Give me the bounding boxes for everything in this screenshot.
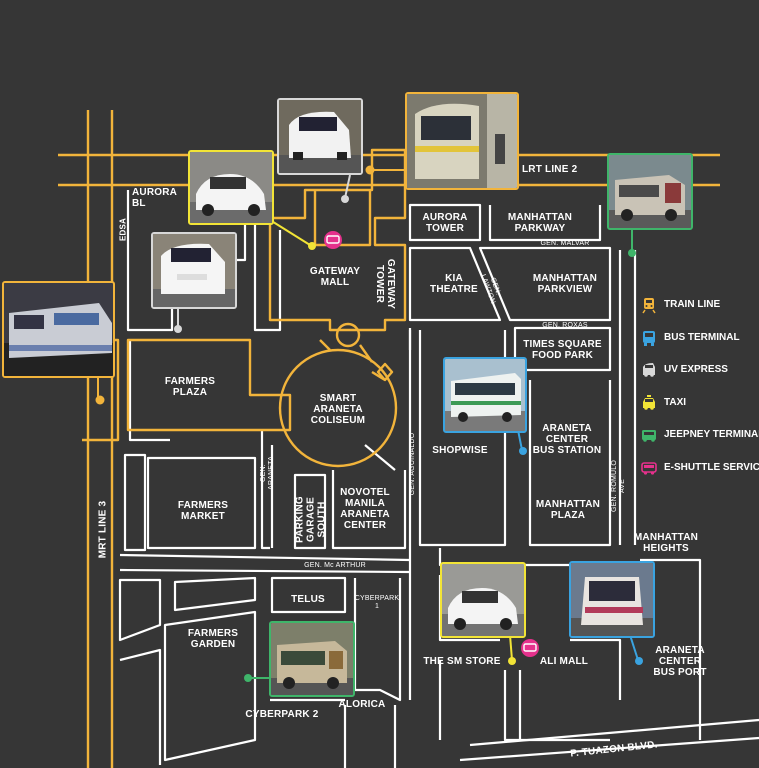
farmers-garden-label: FARMERS GARDEN bbox=[187, 628, 239, 650]
legend-label: JEEPNEY TERMINAL bbox=[664, 429, 759, 441]
alorica-label: ALORICA bbox=[338, 699, 386, 710]
farmers-market-label: FARMERS MARKET bbox=[177, 500, 229, 522]
manhattan-heights-label: MANHATTAN HEIGHTS bbox=[633, 532, 699, 554]
legend-label: E-SHUTTLE SERVICE bbox=[664, 461, 759, 473]
jeepney-icon bbox=[642, 430, 656, 443]
legend-item-uv-express: UV EXPRESS bbox=[640, 361, 759, 394]
legend-label: TAXI bbox=[664, 396, 687, 408]
ali-mall-label: ALI MALL bbox=[539, 656, 589, 667]
parking-garage-label: PARKING GARAGE SOUTH bbox=[294, 496, 328, 543]
gen-malvar-label: GEN. MALVAR bbox=[540, 240, 590, 247]
eshuttle-marker bbox=[324, 231, 539, 657]
connectors bbox=[97, 169, 639, 679]
jeepney-photo-2 bbox=[269, 621, 355, 697]
araneta-bus-station-label: ARANETA CENTER BUS STATION bbox=[532, 423, 602, 456]
bus-photo-1 bbox=[443, 357, 527, 433]
lrt-line-2-label: LRT LINE 2 bbox=[522, 164, 578, 175]
manhattan-parkview-label: MANHATTAN PARKVIEW bbox=[532, 273, 598, 295]
mrt-line-3-label: MRT LINE 3 bbox=[97, 500, 109, 559]
times-square-label: TIMES SQUARE FOOD PARK bbox=[523, 339, 602, 361]
jeepney-photo-1 bbox=[607, 153, 693, 230]
legend-item-taxi: TAXI bbox=[640, 394, 759, 427]
gen-roxas-label: GEN. ROXAS bbox=[542, 322, 588, 329]
manhattan-parkway-label: MANHATTAN PARKWAY bbox=[507, 212, 573, 234]
kia-theatre-label: KIA THEATRE bbox=[430, 273, 478, 295]
gen-mcarthur-label: GEN. Mc ARTHUR bbox=[304, 562, 366, 569]
train-icon bbox=[642, 298, 656, 314]
legend-item-train: TRAIN LINE bbox=[640, 296, 759, 329]
legend: TRAIN LINE BUS TERMINAL UV EXPRESS TAXI … bbox=[640, 296, 759, 492]
mrt-train-photo bbox=[2, 281, 115, 378]
uv-express-photo-1 bbox=[277, 98, 363, 175]
manhattan-plaza-label: MANHATTAN PLAZA bbox=[535, 499, 601, 521]
taxi-photo-1 bbox=[188, 150, 274, 225]
legend-label: UV EXPRESS bbox=[664, 364, 728, 376]
uv-express-photo-2 bbox=[151, 232, 237, 309]
gateway-mall-label: GATEWAY MALL bbox=[309, 266, 361, 288]
telus-label: TELUS bbox=[291, 594, 325, 605]
bus-icon bbox=[643, 330, 655, 346]
street-blocks bbox=[118, 190, 759, 768]
eshuttle-icon bbox=[641, 462, 657, 475]
aurora-tower-label: AURORA TOWER bbox=[422, 212, 468, 234]
legend-label: TRAIN LINE bbox=[664, 299, 721, 310]
legend-label: BUS TERMINAL bbox=[664, 331, 740, 343]
farmers-plaza-label: FARMERS PLAZA bbox=[164, 376, 216, 398]
legend-item-eshuttle: E-SHUTTLE SERVICE bbox=[640, 459, 759, 492]
gateway-tower-label: GATEWAY TOWER bbox=[374, 258, 396, 310]
cyberpark1-label: CYBERPARK 1 bbox=[354, 595, 400, 610]
legend-item-bus: BUS TERMINAL bbox=[640, 329, 759, 362]
araneta-bus-port-label: ARANETA CENTER BUS PORT bbox=[653, 645, 707, 678]
the-sm-store-label: THE SM STORE bbox=[423, 656, 501, 667]
gen-araneta-label: GEN. ARANETA bbox=[260, 456, 275, 490]
bus-photo-2 bbox=[569, 561, 655, 638]
cyberpark2-label: CYBERPARK 2 bbox=[245, 709, 319, 720]
novotel-label: NOVOTEL MANILA ARANETA CENTER bbox=[340, 487, 390, 531]
taxi-photo-2 bbox=[440, 562, 526, 638]
uv-express-icon bbox=[643, 363, 655, 377]
shopwise-label: SHOPWISE bbox=[432, 445, 488, 456]
legend-item-jeepney: JEEPNEY TERMINAL bbox=[640, 426, 759, 459]
gen-romulo-label: GEN. ROMULO AVE bbox=[611, 460, 626, 512]
aurora-blvd-label: AURORA BL bbox=[132, 187, 177, 209]
smart-araneta-label: SMART ARANETA COLISEUM bbox=[310, 393, 366, 426]
edsa-label: EDSA bbox=[118, 217, 128, 242]
taxi-icon bbox=[643, 394, 655, 410]
lrt-train-photo bbox=[405, 92, 519, 190]
location-dots bbox=[95, 165, 643, 682]
gen-aguinaldo-label: GEN. AGUINALDO bbox=[409, 432, 416, 496]
